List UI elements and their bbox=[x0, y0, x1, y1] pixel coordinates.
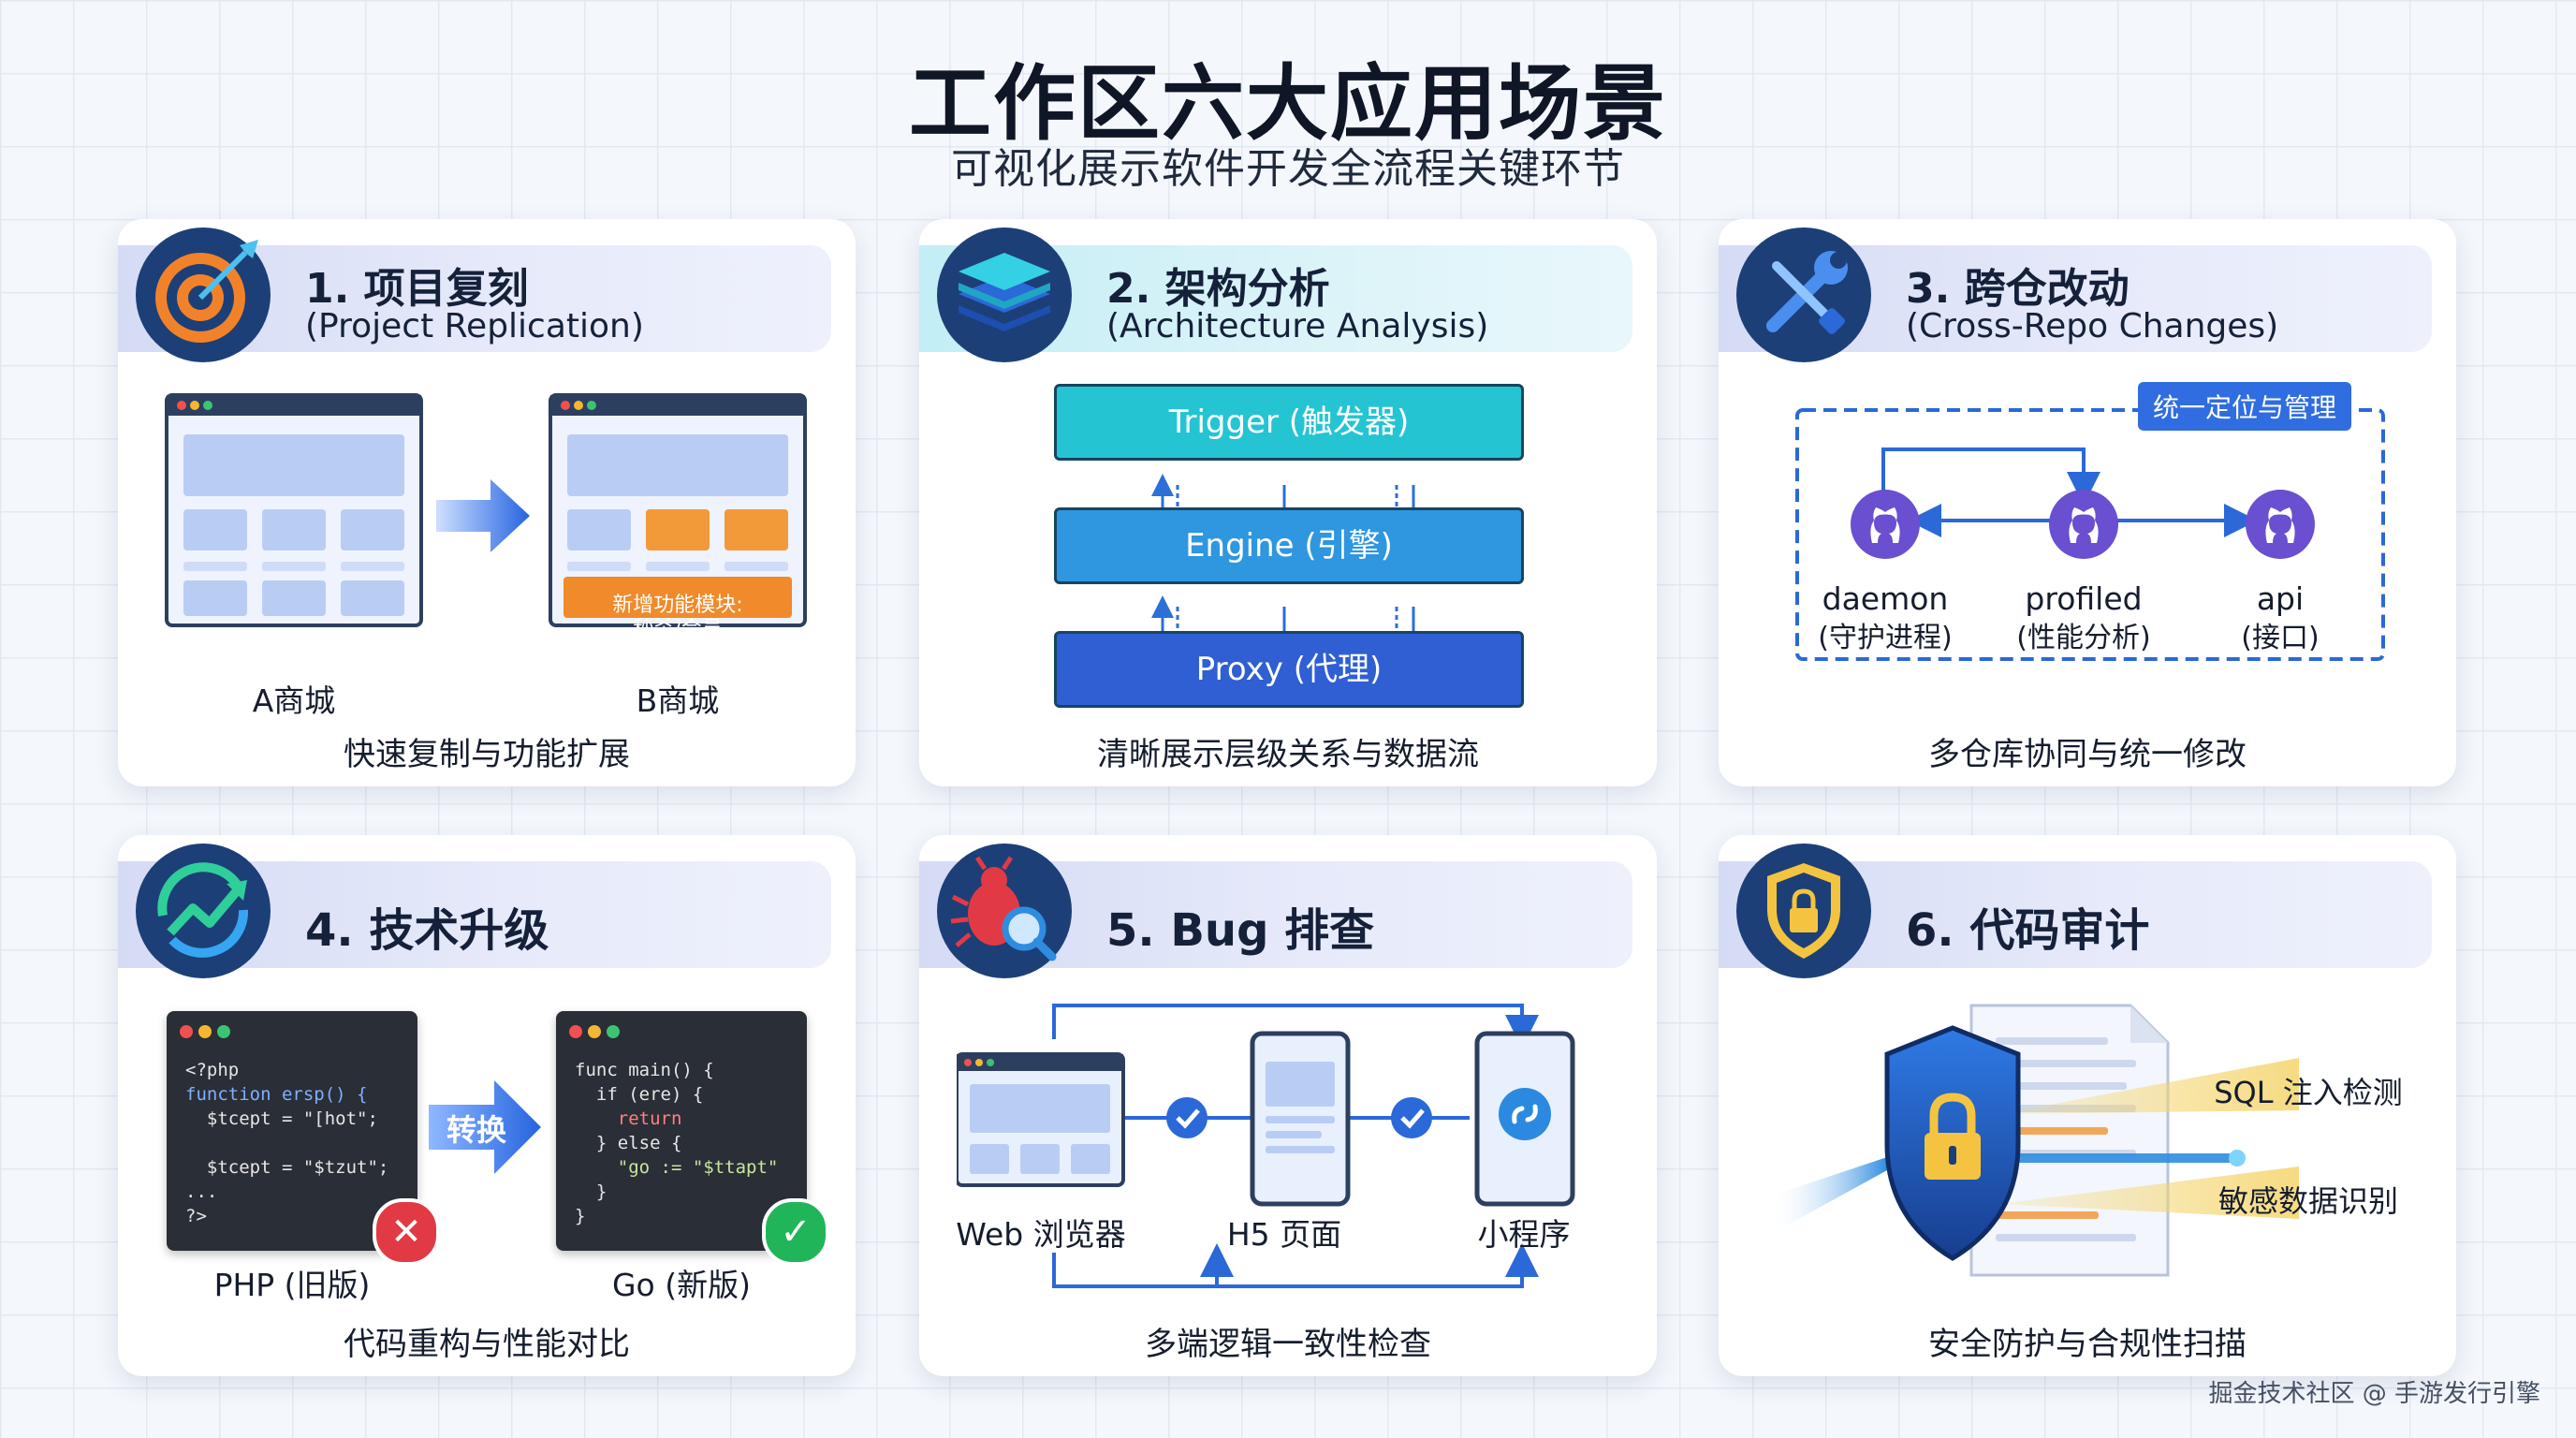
github-icon-api bbox=[2246, 490, 2315, 559]
card-architecture-analysis: 2. 架构分析 (Architecture Analysis) Trigger … bbox=[919, 219, 1657, 786]
target-icon bbox=[136, 227, 271, 362]
success-check-icon: ✓ bbox=[762, 1198, 829, 1266]
card-title: 2. 架构分析 bbox=[1106, 265, 1330, 313]
go-code-window: func main() { if (ere) { return } else {… bbox=[556, 1011, 807, 1251]
card-bug-investigation: 5. Bug 排查 Web 浏览器 H5 页面 小程序 多端逻辑一致性检查 bbox=[919, 835, 1657, 1376]
platform-web: Web 浏览器 bbox=[956, 1216, 1126, 1253]
platform-miniprogram: 小程序 bbox=[1477, 1216, 1571, 1253]
convert-arrow-icon bbox=[429, 1080, 541, 1174]
card-tech-upgrade: 4. 技术升级 <?php function ersp() { $tcept =… bbox=[118, 835, 856, 1376]
card-caption: 多端逻辑一致性检查 bbox=[1145, 1326, 1431, 1363]
convert-label: 转换 bbox=[446, 1112, 506, 1148]
card-cross-repo-changes: 3. 跨仓改动 (Cross-Repo Changes) 统一定位与管理 dae… bbox=[1719, 219, 2456, 786]
security-scan-illustration bbox=[1775, 1004, 2299, 1277]
repo-daemon-desc: (守护进程) bbox=[1818, 622, 1953, 654]
repo-api-name: api bbox=[2256, 580, 2305, 617]
page-subtitle: 可视化展示软件开发全流程关键环节 bbox=[951, 145, 1625, 193]
layers-icon bbox=[937, 227, 1072, 362]
repo-profiled-desc: (性能分析) bbox=[2016, 622, 2151, 654]
error-x-icon: ✕ bbox=[373, 1198, 440, 1266]
platform-h5: H5 页面 bbox=[1226, 1216, 1342, 1253]
store-a-mockup bbox=[165, 393, 423, 627]
growth-chart-icon bbox=[136, 844, 271, 978]
layer-trigger: Trigger (触发器) bbox=[1054, 384, 1524, 461]
card-caption: 安全防护与合规性扫描 bbox=[1928, 1326, 2247, 1363]
github-icon-profiled bbox=[2049, 490, 2118, 559]
card-subtitle: (Cross-Repo Changes) bbox=[1906, 307, 2279, 345]
go-label: Go (新版) bbox=[611, 1267, 751, 1303]
platform-flow bbox=[957, 1004, 1575, 1288]
shield-lock-icon bbox=[1736, 844, 1871, 978]
card-subtitle: (Project Replication) bbox=[305, 307, 644, 345]
footer-watermark: 掘金技术社区 @ 手游发行引擎 bbox=[2208, 1380, 2540, 1408]
arrow-right-icon bbox=[436, 479, 530, 552]
bug-search-icon bbox=[937, 844, 1072, 978]
repo-daemon-name: daemon bbox=[1822, 580, 1949, 617]
store-b-mockup bbox=[549, 393, 807, 627]
layer-proxy: Proxy (代理) bbox=[1054, 631, 1524, 708]
php-label: PHP (旧版) bbox=[213, 1267, 371, 1303]
repo-profiled-name: profiled bbox=[2025, 580, 2143, 617]
php-code-window: <?php function ersp() { $tcept = "[hot";… bbox=[167, 1011, 417, 1251]
page-title: 工作区六大应用场景 bbox=[908, 55, 1667, 152]
new-module-label: 新增功能模块: 秒杀/会员 bbox=[612, 594, 743, 641]
unified-management-tag: 统一定位与管理 bbox=[2138, 382, 2352, 431]
card-title: 4. 技术升级 bbox=[305, 904, 549, 957]
layer-engine: Engine (引擎) bbox=[1054, 507, 1524, 584]
card-title: 5. Bug 排查 bbox=[1106, 904, 1375, 957]
repo-diagram bbox=[1795, 408, 2385, 661]
finding-sensitive-data: 敏感数据识别 bbox=[2217, 1183, 2398, 1219]
finding-sql-injection: SQL 注入检测 bbox=[2214, 1075, 2403, 1110]
repo-api-desc: (接口) bbox=[2241, 622, 2320, 654]
card-caption: 多仓库协同与统一修改 bbox=[1928, 736, 2247, 773]
card-title: 1. 项目复刻 bbox=[305, 265, 529, 313]
card-title: 6. 代码审计 bbox=[1906, 904, 2150, 957]
wrench-screwdriver-icon bbox=[1736, 227, 1871, 362]
card-caption: 清晰展示层级关系与数据流 bbox=[1097, 736, 1479, 773]
card-title: 3. 跨仓改动 bbox=[1906, 265, 2130, 313]
card-caption: 快速复制与功能扩展 bbox=[344, 736, 630, 773]
store-b-label: B商城 bbox=[636, 682, 720, 719]
card-caption: 代码重构与性能对比 bbox=[344, 1326, 630, 1363]
card-subtitle: (Architecture Analysis) bbox=[1106, 307, 1489, 345]
card-project-replication: 1. 项目复刻 (Project Replication) 新增功能模块: 秒杀… bbox=[118, 219, 856, 786]
store-a-label: A商城 bbox=[252, 682, 336, 719]
github-icon-daemon bbox=[1851, 490, 1920, 559]
card-code-audit: 6. 代码审计 SQL 注入检测 敏感数据识别 安全防护与合规性扫描 bbox=[1719, 835, 2456, 1376]
